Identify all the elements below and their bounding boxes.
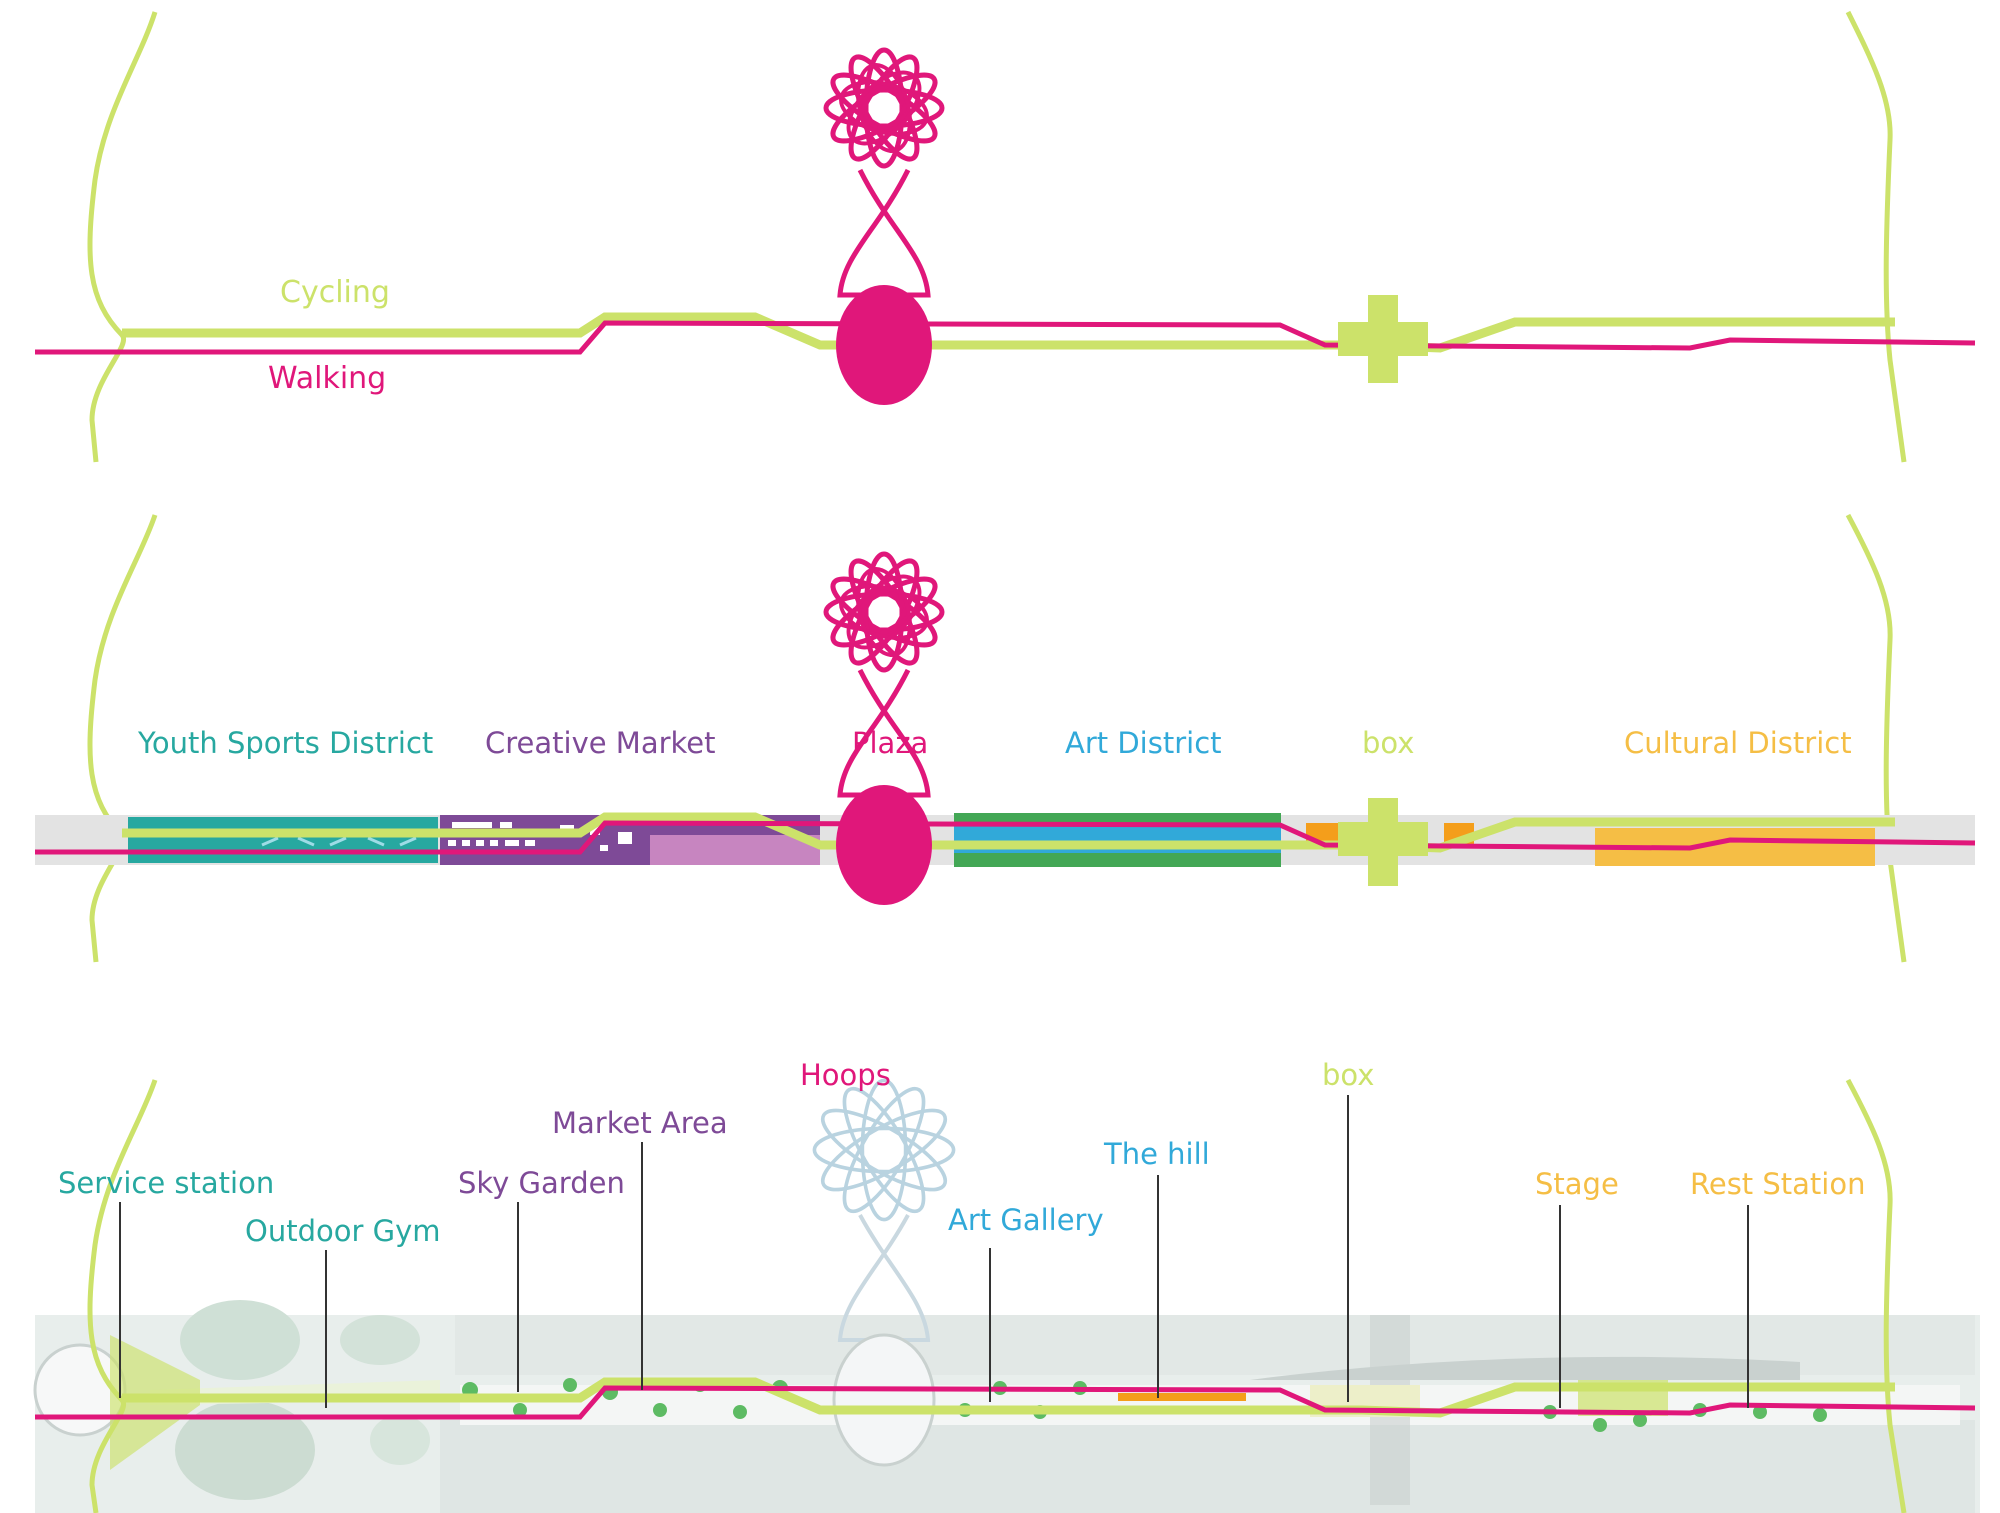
callout-stage: Stage — [1535, 1167, 1619, 1201]
hoops-flower-icon — [825, 49, 943, 167]
left-boundary-curve-3 — [87, 1079, 158, 1513]
cycling-route — [122, 312, 1895, 353]
callout-market-area: Market Area — [552, 1106, 728, 1140]
park-pond-3 — [340, 1315, 420, 1365]
box-cross-icon — [1338, 295, 1428, 383]
right-boundary-curve-2 — [1845, 513, 1907, 963]
hill-strip — [1118, 1393, 1246, 1401]
plaza-ellipse — [836, 285, 932, 405]
callout-the-hill: The hill — [1103, 1137, 1210, 1171]
box-cross-icon-2 — [1338, 798, 1428, 886]
district-label-art: Art District — [1065, 726, 1222, 760]
plaza-plan-ellipse — [832, 1333, 936, 1467]
walking-route-2 — [35, 820, 1976, 855]
panel-1-routes: Cycling Walking — [35, 10, 1976, 463]
callout-rest-station: Rest Station — [1690, 1167, 1866, 1201]
district-label-plaza: Plaza — [852, 726, 928, 760]
left-boundary-curve — [87, 11, 158, 463]
callout-art-gallery: Art Gallery — [948, 1203, 1104, 1237]
cycling-route-3 — [122, 1377, 1895, 1418]
walking-label: Walking — [268, 361, 386, 396]
plaza-loop — [837, 168, 931, 298]
callout-sky-garden: Sky Garden — [458, 1166, 625, 1200]
plaza-ellipse-2 — [836, 785, 932, 905]
river-water — [440, 1420, 1975, 1513]
creative-market-light-block — [650, 835, 820, 865]
hoops-flower-icon-2 — [825, 553, 943, 671]
district-label-creative-market: Creative Market — [485, 726, 716, 760]
callout-service-station: Service station — [58, 1166, 274, 1200]
panel-3-plan: Service station Outdoor Gym Sky Garden M… — [33, 1058, 1980, 1513]
park-pond-1 — [180, 1300, 300, 1380]
walking-route-3 — [35, 1385, 1976, 1420]
park-pond-4 — [370, 1415, 430, 1465]
callout-leaders — [119, 1095, 1749, 1408]
panel-2-districts: Youth Sports District Creative Market Pl… — [35, 513, 1976, 963]
youth-sports-block — [128, 817, 438, 863]
district-label-box: box — [1362, 726, 1414, 760]
right-boundary-curve — [1845, 10, 1907, 463]
hoops-structure-icon — [812, 1078, 956, 1222]
walking-route — [35, 320, 1976, 355]
district-label-youth-sports: Youth Sports District — [137, 726, 433, 760]
park-pond-2 — [175, 1400, 315, 1500]
cycling-route-2 — [122, 812, 1895, 853]
callout-outdoor-gym: Outdoor Gym — [245, 1214, 441, 1248]
outdoor-gym-marks — [261, 836, 417, 847]
district-label-cultural: Cultural District — [1624, 726, 1852, 760]
callout-box: box — [1322, 1058, 1374, 1092]
cycling-label: Cycling — [280, 275, 390, 310]
callout-hoops: Hoops — [800, 1058, 891, 1092]
